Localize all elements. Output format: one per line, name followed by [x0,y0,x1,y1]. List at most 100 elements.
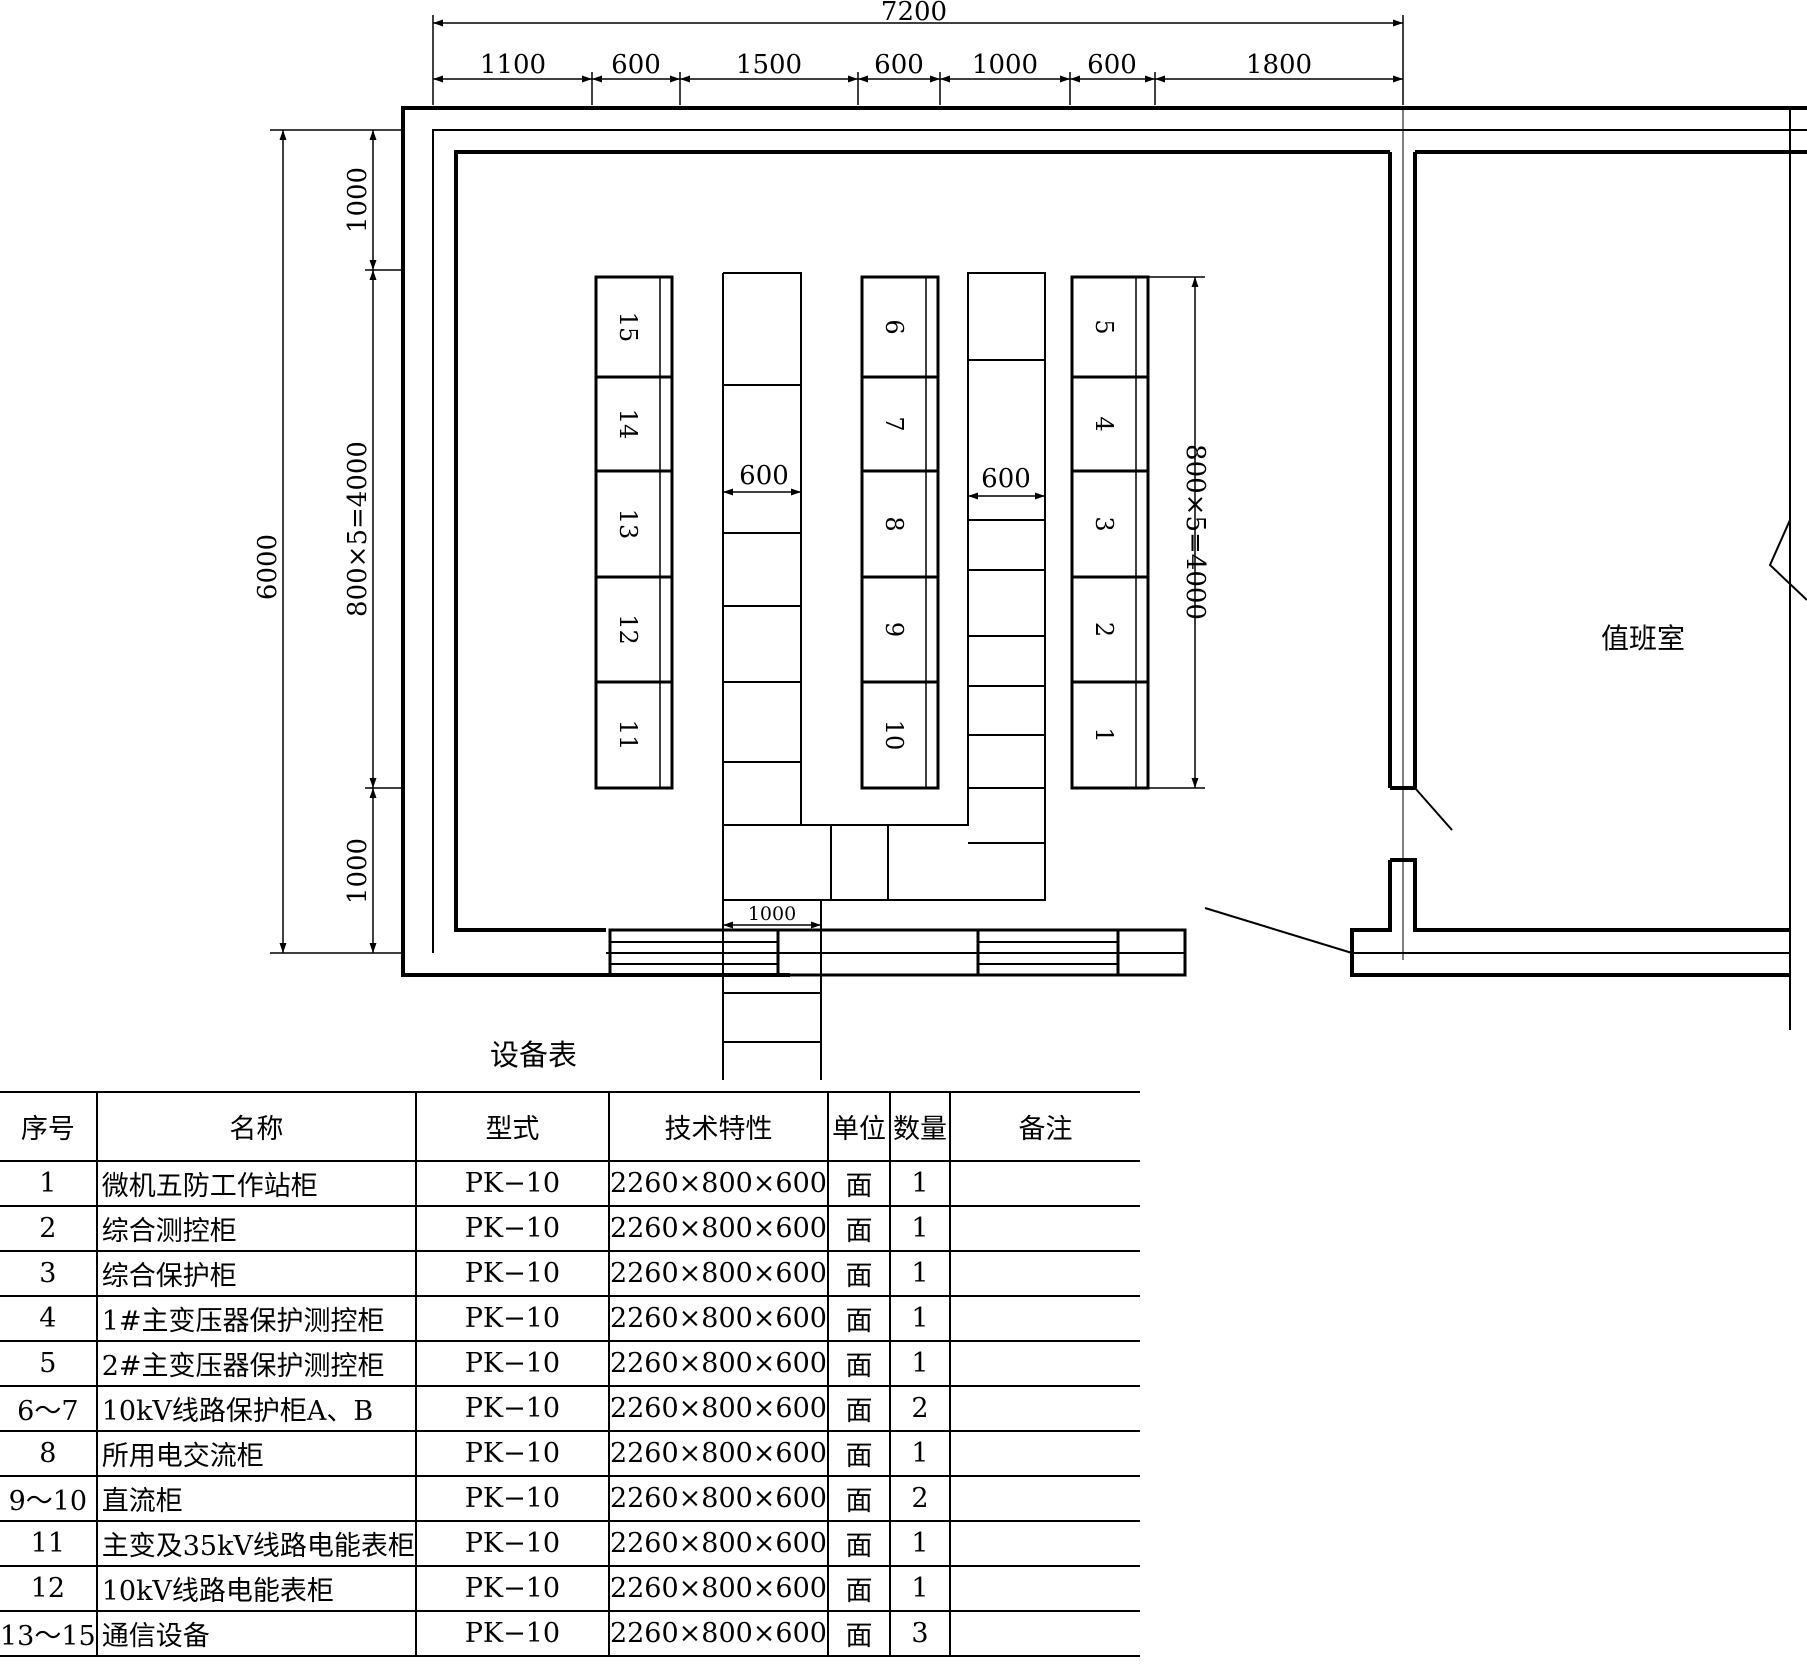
table-cell: 2 [888,1385,951,1432]
dim-left-seg-1: 1000 [343,167,373,233]
table-cell: 1 [888,1340,951,1387]
header-cell: 型式 [414,1091,610,1162]
dim-left-total: 6000 [253,534,283,600]
table-cell [948,1520,1140,1567]
cabinet-outline [594,680,674,790]
header-cell: 序号 [0,1091,98,1162]
table-cell: 综合测控柜 [95,1205,417,1252]
table-cell: 13～15 [0,1610,98,1657]
table-cell: 4 [0,1295,98,1342]
table-cell: 5 [0,1340,98,1387]
table-cell: 面 [826,1565,891,1612]
cabinet-number-label: 4 [1090,416,1118,431]
dim-top-seg-4: 600 [874,50,924,80]
table-cell: 2260×800×600 [607,1565,829,1612]
dim-top-seg-1: 1100 [480,50,546,80]
building-walls [401,106,1807,1030]
header-cell: 单位 [826,1091,891,1162]
cabinet-number-label: 6 [880,319,908,334]
table-cell: 2260×800×600 [607,1340,829,1387]
dim-top-seg-3: 1500 [736,50,802,80]
table-cell: 面 [826,1295,891,1342]
table-cell: PK−10 [414,1385,610,1432]
table-cell: 1#主变压器保护测控柜 [95,1295,417,1342]
table-cell: 10kV线路保护柜A、B [95,1385,417,1432]
table-cell: 2260×800×600 [607,1430,829,1477]
cabinet-number-label: 12 [614,614,642,645]
table-cell: PK−10 [414,1295,610,1342]
dim-top-seg-5: 1000 [972,50,1038,80]
table-cell: 面 [826,1430,891,1477]
table-cell: 10kV线路电能表柜 [95,1565,417,1612]
cabinet-outline [860,680,940,790]
cabinet-number-label: 2 [1090,622,1118,637]
table-cell: PK−10 [414,1430,610,1477]
cabinet-number-label: 1 [1090,727,1118,742]
table-cell: 直流柜 [95,1475,417,1522]
table-cell: 6～7 [0,1385,98,1432]
table-cell: 2260×800×600 [607,1160,829,1207]
cabinet-number-label: 13 [614,509,642,540]
table-cell: 2260×800×600 [607,1385,829,1432]
table-cell: 面 [826,1160,891,1207]
cabinet-number-label: 8 [880,516,908,531]
table-cell: 1 [888,1295,951,1342]
table-cell: 12 [0,1565,98,1612]
table-cell: 1 [888,1160,951,1207]
cabinet-number-label: 7 [880,416,908,431]
table-cell: PK−10 [414,1160,610,1207]
header-cell: 备注 [948,1091,1140,1162]
table-cell: 1 [888,1205,951,1252]
dim-door: 1000 [748,903,796,925]
table-cell: 所用电交流柜 [95,1430,417,1477]
table-cell: 面 [826,1475,891,1522]
cabinet-number-label: 11 [614,720,642,751]
table-cell: 面 [826,1385,891,1432]
dimension-lines [270,15,1404,954]
table-cell: PK−10 [414,1205,610,1252]
table-cell: 1 [888,1565,951,1612]
cable-trench [722,272,1046,1080]
table-cell: 主变及35kV线路电能表柜 [95,1520,417,1567]
table-cell: 9～10 [0,1475,98,1522]
table-cell: 面 [826,1610,891,1657]
table-cell: PK−10 [414,1340,610,1387]
dim-top-seg-6: 600 [1087,50,1137,80]
table-cell: 3 [888,1610,951,1657]
header-cell: 名称 [95,1091,417,1162]
table-cell: 2260×800×600 [607,1295,829,1342]
table-cell: PK−10 [414,1250,610,1297]
dim-right-cabinets: 800×5=4000 [1180,444,1210,620]
table-cell: 2 [0,1205,98,1252]
table-cell [948,1565,1140,1612]
table-cell: 1 [888,1520,951,1567]
table-cell: 通信设备 [95,1610,417,1657]
dimension-labels: 7200 1100 600 1500 600 1000 600 1800 600… [253,0,1685,925]
cabinet-number-label: 5 [1090,319,1118,334]
cabinet-outline [1070,680,1150,790]
table-cell [948,1475,1140,1522]
table-cell: 3 [0,1250,98,1297]
table-cell: 微机五防工作站柜 [95,1160,417,1207]
table-cell [948,1205,1140,1252]
table-cell: 2260×800×600 [607,1475,829,1522]
dim-top-seg-2: 600 [611,50,661,80]
table-cell: 2260×800×600 [607,1205,829,1252]
table-cell: 11 [0,1520,98,1567]
dim-aisle-1: 600 [739,461,789,491]
table-cell [948,1295,1140,1342]
table-cell [948,1610,1140,1657]
table-cell [948,1160,1140,1207]
table-cell: 综合保护柜 [95,1250,417,1297]
